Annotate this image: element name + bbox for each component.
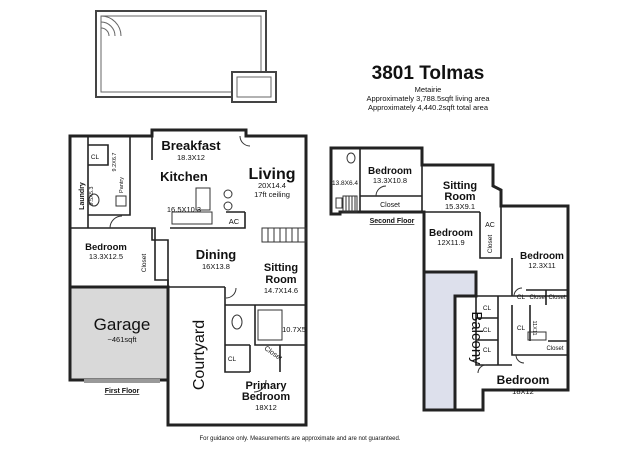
sitting-room-dims: 14.7X14.6 — [264, 286, 298, 295]
breakfast-dims: 18.3X12 — [177, 153, 205, 162]
first-bedroom-dims: 13.3X12.5 — [89, 252, 123, 261]
second-bedroom1-dims: 13.3X10.8 — [373, 176, 407, 185]
living-label: Living — [248, 166, 295, 183]
first-floor-label: First Floor — [105, 388, 140, 395]
first-cl-label-2: CL — [228, 356, 237, 363]
property-title: 3801 Tolmas — [372, 63, 485, 84]
second-cl-2: CL — [483, 327, 492, 334]
second-bedroom2-label: Bedroom — [429, 228, 473, 239]
second-bedroom4-label: Bedroom — [497, 373, 550, 387]
second-bath-dims: 13.8X6.4 — [332, 180, 358, 187]
primary-dims: 18X12 — [255, 403, 277, 412]
primary-label-1: Primary — [246, 380, 288, 392]
kitchen-dims: 16.5X10.3 — [167, 205, 201, 214]
second-bedroom1-label: Bedroom — [368, 166, 412, 177]
laundry-label: Laundry — [79, 182, 86, 210]
first-floor-cl-label: CL — [91, 154, 100, 161]
garage-dims: ~461sqft — [108, 335, 138, 344]
second-cl-4: CL — [517, 325, 526, 332]
balcony-label: Balcony — [468, 311, 485, 365]
total-area-text: Approximately 4,440.2sqft total area — [368, 103, 489, 112]
breakfast-label: Breakfast — [161, 138, 221, 153]
pool-outline — [95, 10, 277, 103]
living-area-text: Approximately 3,788.5sqft living area — [367, 94, 491, 103]
second-closet-label-2: Closet — [487, 235, 494, 254]
second-closet-label-1: Closet — [380, 202, 400, 209]
first-closet-label: Closet — [141, 254, 148, 273]
second-sitting-label-2: Room — [444, 191, 475, 203]
first-floor-stairs — [261, 227, 307, 243]
second-cl-1: CL — [483, 305, 492, 312]
garage-label: Garage — [94, 315, 151, 334]
second-bedroom3-dims: 12.3X11 — [528, 261, 555, 270]
living-ceiling-note: 17ft ceiling — [254, 190, 290, 199]
pantry-dims: 9.2X6.7 — [112, 153, 118, 172]
second-floor-plan — [329, 146, 570, 412]
second-bedroom4-dims: 18X12 — [512, 387, 534, 396]
dining-dims: 16X13.8 — [202, 262, 230, 271]
second-bath2-dims: 11X11 — [531, 320, 537, 335]
second-cl-5: CL — [517, 294, 526, 301]
garage-area — [70, 287, 168, 380]
second-closet-label-5: Closet — [546, 346, 563, 352]
first-floor-plan — [68, 128, 308, 427]
second-sitting-label-1: Sitting — [443, 180, 477, 192]
first-bedroom-label: Bedroom — [85, 242, 127, 253]
second-closet-label-3: Closet — [529, 295, 546, 301]
second-bedroom3-label: Bedroom — [520, 251, 564, 262]
disclaimer-text: For guidance only. Measurements are appr… — [199, 436, 400, 442]
courtyard-label: Courtyard — [191, 320, 208, 390]
second-cl-3: CL — [483, 347, 492, 354]
laundry-dims: 9.5X5.3 — [89, 187, 95, 206]
second-sitting-dims: 15.3X9.1 — [445, 202, 475, 211]
ac-label-first: AC — [229, 217, 240, 226]
second-floor-stairs — [342, 195, 358, 213]
balcony-area — [424, 272, 476, 410]
second-closet-label-4: Closet — [548, 295, 565, 301]
sitting-room-label-1: Sitting — [264, 262, 298, 274]
primary-label-2: Bedroom — [242, 391, 291, 403]
second-bedroom2-dims: 12X11.9 — [437, 238, 464, 247]
second-ac-label: AC — [485, 222, 495, 229]
kitchen-label: Kitchen — [160, 169, 208, 184]
dining-label: Dining — [196, 247, 236, 262]
second-floor-label: Second Floor — [370, 218, 415, 225]
sitting-room-label-2: Room — [265, 274, 296, 286]
pantry-label: Pantry — [119, 177, 125, 193]
property-city: Metairie — [415, 85, 442, 94]
living-dims: 20X14.4 — [258, 181, 286, 190]
first-bath-dims: 10.7X5 — [282, 325, 306, 334]
